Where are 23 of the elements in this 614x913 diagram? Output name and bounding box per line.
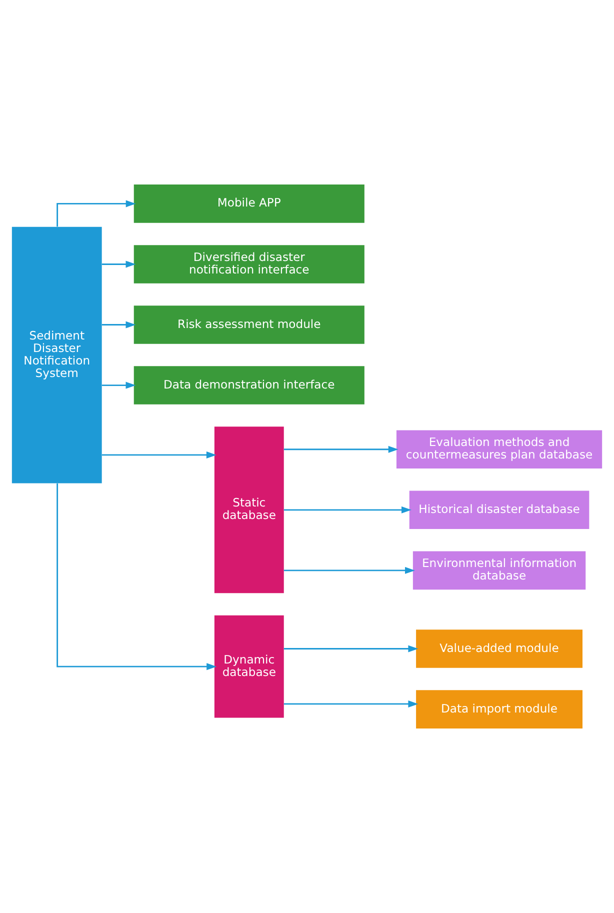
node-box: Dynamic database — [214, 615, 284, 718]
node-box: Sediment Disaster Notification System — [12, 226, 102, 484]
node-box: Diversified disaster notification interface — [134, 245, 364, 284]
arrow — [284, 700, 418, 708]
node-box: Data demonstration interface — [134, 366, 364, 404]
arrow — [102, 321, 136, 328]
arrow — [102, 260, 136, 268]
arrow — [284, 506, 412, 514]
arrow — [284, 566, 415, 574]
node-box: Static database — [214, 426, 284, 594]
arrow — [56, 200, 136, 227]
node-box: Environmental information database — [412, 551, 586, 590]
node-box: Historical disaster database — [409, 490, 590, 530]
node-box: Data import module — [416, 690, 582, 728]
arrow — [284, 446, 398, 453]
node-box: Value-added module — [416, 630, 582, 668]
arrow — [56, 483, 217, 670]
node-box: Mobile APP — [134, 184, 364, 223]
arrow — [102, 451, 216, 458]
arrow — [102, 382, 136, 389]
arrow — [284, 645, 418, 652]
node-box: Evaluation methods and countermeasures plan database — [396, 430, 602, 469]
node-box: Risk assessment module — [134, 306, 364, 344]
